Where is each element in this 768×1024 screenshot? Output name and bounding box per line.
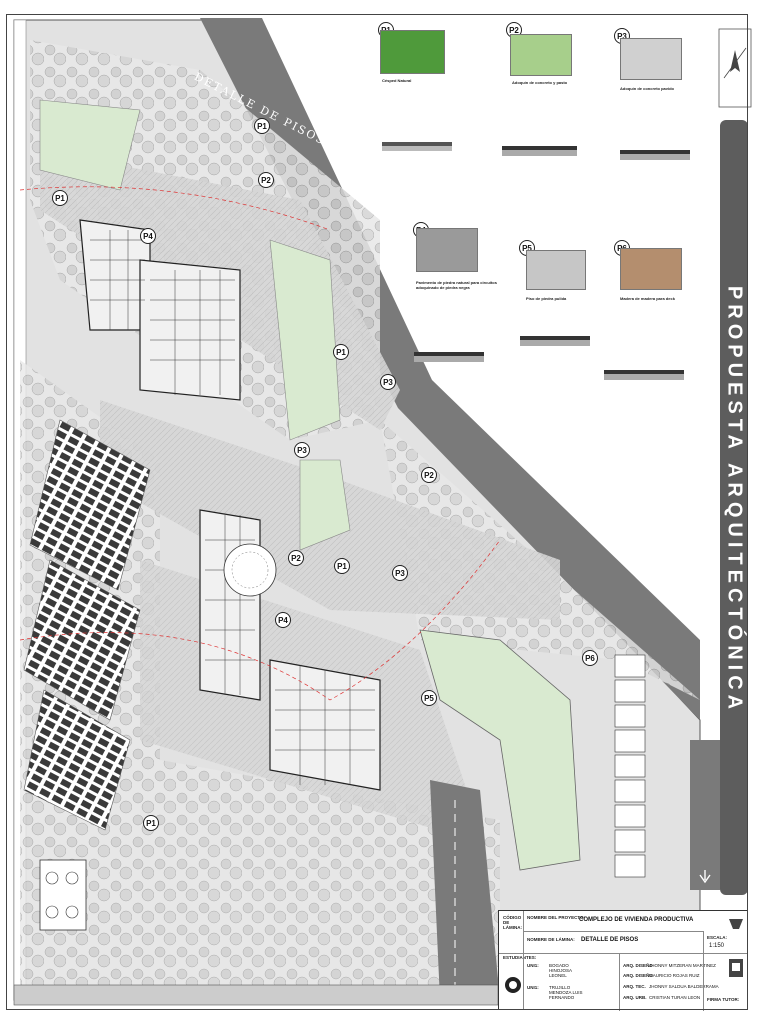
scale-label: ESCALA: <box>707 935 727 940</box>
section-p2 <box>502 146 577 156</box>
section-p6 <box>604 370 684 380</box>
signature-label: FIRMA TUTOR: <box>707 997 740 1002</box>
parking-lot <box>29 419 151 591</box>
crest-icon <box>729 959 743 977</box>
floor-marker: P1 <box>333 344 349 360</box>
detail-title: Adoquín de concreto y pasto <box>512 80 568 85</box>
advisor-name: JHONNY MITZERAN MARTINEZ <box>649 963 716 968</box>
detail-title: Adoquín de concreto pavido <box>620 86 675 91</box>
swatch-stone <box>416 228 478 272</box>
students-label: ESTUDIANTES: <box>503 955 537 960</box>
floor-marker: P4 <box>140 228 156 244</box>
code-label: CÓDIGO DE LÁMINA: <box>503 915 522 930</box>
lawn-area <box>419 629 581 871</box>
floor-marker: P1 <box>334 558 350 574</box>
vertical-title: PROPUESTA ARQUITECTÓNICA <box>723 285 746 715</box>
sheet-label: NOMBRE DE LÁMINA: <box>527 937 575 942</box>
floor-marker: P6 <box>582 650 598 666</box>
advisor-role: ARQ. TEC. <box>623 984 646 989</box>
student-name: TRUJILLO MENDOZA LUIS FERNANDO <box>549 985 583 1000</box>
swatch-polished-stone <box>526 250 586 290</box>
title-block: CÓDIGO DE LÁMINA: NOMBRE DEL PROYECTO: C… <box>498 910 748 1011</box>
floor-marker: P3 <box>294 442 310 458</box>
lawn-area <box>39 99 141 191</box>
detail-title: Madera de madera para deck <box>620 296 675 301</box>
floor-marker: P3 <box>380 374 396 390</box>
swatch-paver <box>620 38 682 80</box>
floor-marker: P2 <box>421 467 437 483</box>
section-p1 <box>382 142 452 151</box>
advisor-name: CRISTIAN TURAN LEON <box>649 995 701 1000</box>
floor-marker: P3 <box>392 565 408 581</box>
project-name: COMPLEJO DE VIVIENDA PRODUCTIVA <box>579 917 694 923</box>
detail-title: Piso de piedra pulida <box>526 296 567 301</box>
floor-marker: P1 <box>254 118 270 134</box>
section-p4 <box>414 352 484 362</box>
floor-marker: P2 <box>288 550 304 566</box>
floor-marker: P4 <box>275 612 291 628</box>
detail-title: Césped Natural <box>382 78 412 83</box>
student-uni: UNI1: <box>527 985 539 990</box>
section-p5 <box>520 336 590 346</box>
building-block-north <box>79 219 241 401</box>
floor-marker: P1 <box>52 190 68 206</box>
student-name: BOGADO HINOJOSA LEONEL <box>549 963 572 978</box>
student-uni: UNI1: <box>527 963 539 968</box>
scale-value: 1:150 <box>709 943 725 949</box>
project-label: NOMBRE DEL PROYECTO: <box>527 915 586 920</box>
title-band <box>720 120 748 895</box>
emblem-icon <box>729 919 743 929</box>
advisor-role: ARQ. DISEÑO <box>623 963 653 968</box>
swatch-wood-deck <box>620 248 682 290</box>
advisor-name: JHONNY SALDUA BALDERRAMA <box>649 984 719 989</box>
parking-lot <box>23 559 141 721</box>
parking-lot <box>23 689 131 831</box>
detail-title: Pavimento de piedra natural para circuit… <box>416 280 497 290</box>
floor-marker: P2 <box>258 172 274 188</box>
swatch-grass <box>380 30 445 74</box>
advisor-name: MAURICIO ROJAS RUIZ <box>649 973 700 978</box>
university-logo-icon <box>505 977 521 993</box>
access-road <box>430 780 500 1000</box>
advisor-role: ARQ. URB. <box>623 995 647 1000</box>
floor-marker: P5 <box>421 690 437 706</box>
advisor-role: ARQ. DISEÑO <box>623 973 653 978</box>
sheet-name: DETALLE DE PISOS <box>581 937 639 943</box>
floor-marker: P1 <box>143 815 159 831</box>
north-arrow-icon <box>718 28 752 108</box>
swatch-grass-paver <box>510 34 572 76</box>
lawn-area <box>269 239 341 441</box>
section-p3 <box>620 150 690 160</box>
